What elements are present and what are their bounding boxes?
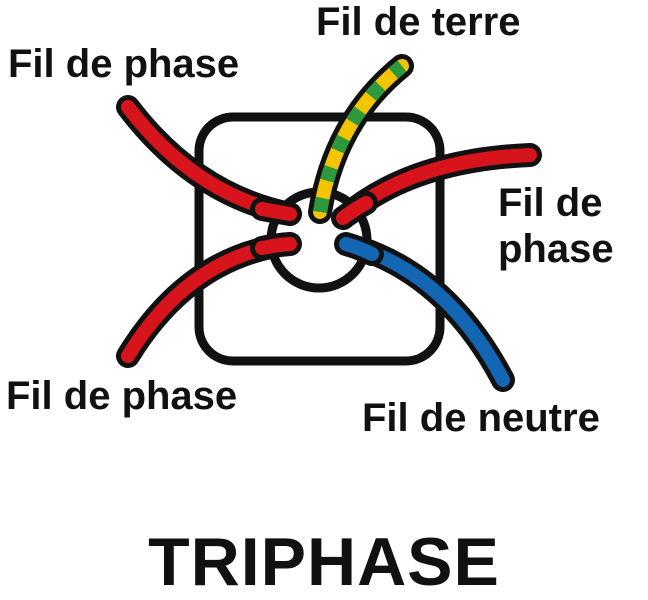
label-fil-de-phase-right-line2: phase — [498, 227, 614, 271]
label-fil-de-neutre: Fil de neutre — [362, 396, 600, 440]
wire-ends — [250, 191, 384, 266]
label-fil-de-phase-bottom-left: Fil de phase — [6, 374, 238, 418]
diagram-title: TRIPHASE — [148, 524, 500, 600]
label-fil-de-phase-right: Fil de phase — [498, 180, 614, 272]
label-fil-de-terre: Fil de terre — [316, 0, 521, 44]
wire-terre — [308, 54, 414, 224]
label-fil-de-phase-top-left: Fil de phase — [8, 42, 240, 86]
label-fil-de-phase-right-line1: Fil de — [498, 181, 603, 225]
